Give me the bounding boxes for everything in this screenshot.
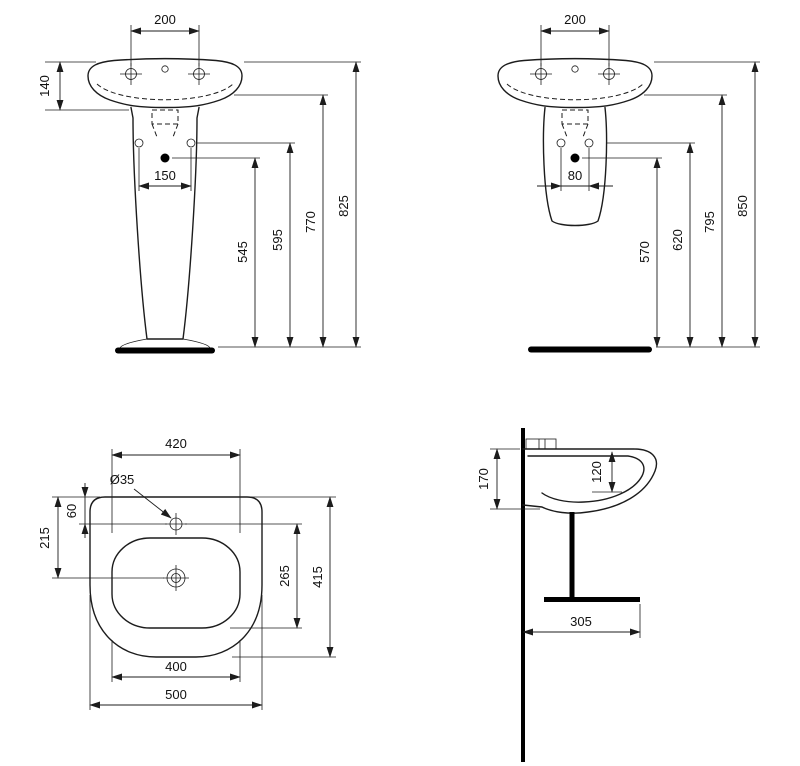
dim-label-795: 795 (702, 211, 717, 233)
basin-outer-outline (89, 496, 263, 658)
basin-profile-outer (522, 448, 658, 514)
dim-label-215: 215 (37, 527, 52, 549)
dim-label-265: 265 (277, 565, 292, 587)
overflow-hole (571, 65, 579, 73)
dim-305: 305 (522, 604, 641, 638)
dim-label-770: 770 (303, 211, 318, 233)
fixing-hole-left (134, 138, 144, 148)
dim-label-595: 595 (270, 229, 285, 251)
tap-hole-right (598, 63, 620, 85)
dim-label-850: 850 (735, 195, 750, 217)
front-view-pedestal: 200 140 150 545 595 (37, 12, 361, 354)
tap-hole-left (120, 63, 142, 85)
dim-label-305: 305 (570, 614, 592, 629)
dim-label-545: 545 (235, 241, 250, 263)
dim-label-150: 150 (154, 168, 176, 183)
dim-60: 60 (52, 483, 167, 538)
dim-label-825: 825 (336, 195, 351, 217)
dim-200-pedestal: 200 (130, 12, 200, 66)
overflow-hole (161, 65, 169, 73)
dim-500: 500 (89, 595, 263, 710)
dim-label-500: 500 (165, 687, 187, 702)
dim-420: 420 (111, 436, 241, 533)
dim-tap-hole-diameter: Ø35 (110, 472, 172, 519)
dim-825: 825 (244, 61, 361, 348)
dim-label-80: 80 (568, 168, 582, 183)
tap-deck (525, 438, 557, 450)
basin-hidden-bowl-line (506, 83, 644, 101)
hidden-trap (151, 109, 179, 138)
dim-label-200: 200 (154, 12, 176, 27)
dim-200-semi: 200 (540, 12, 610, 66)
floor-line (528, 346, 652, 353)
dim-850: 850 (654, 61, 760, 348)
dim-215: 215 (37, 496, 164, 579)
semi-pedestal-outline (542, 106, 608, 227)
front-view-semipedestal: 200 80 570 620 795 (497, 12, 760, 353)
tap-hole (165, 513, 187, 535)
dim-545: 545 (172, 157, 260, 348)
fixing-hole-right (584, 138, 594, 148)
side-view: 170 120 305 (476, 428, 658, 762)
pedestal-foot (119, 338, 211, 349)
dim-label-420: 420 (165, 436, 187, 451)
dim-label-400: 400 (165, 659, 187, 674)
dim-265: 265 (185, 523, 302, 629)
dim-795: 795 (644, 94, 727, 348)
dim-120: 120 (589, 451, 622, 493)
pedestal-outline (130, 106, 200, 340)
dim-400: 400 (111, 640, 241, 682)
basin-outline (87, 57, 243, 109)
dim-170: 170 (476, 448, 540, 510)
dim-570: 570 (582, 157, 662, 348)
dim-415: 415 (232, 496, 336, 658)
fixing-hole-left (556, 138, 566, 148)
plan-view: 420 Ø35 60 215 265 (37, 436, 336, 710)
dim-620: 620 (607, 142, 695, 348)
basin-hidden-bowl-line (96, 83, 234, 101)
dim-150: 150 (138, 148, 192, 191)
dim-label-120: 120 (589, 461, 604, 483)
tap-hole-right (188, 63, 210, 85)
dim-595: 595 (197, 142, 295, 348)
dim-label-200: 200 (564, 12, 586, 27)
dim-label-570: 570 (637, 241, 652, 263)
dim-80: 80 (537, 148, 613, 191)
outlet-point (160, 153, 170, 163)
dim-label-415: 415 (310, 566, 325, 588)
pedestal-base-shadow (115, 347, 215, 354)
dim-label-140: 140 (37, 75, 52, 97)
basin-inner-bowl (111, 537, 241, 629)
drain-hole (163, 565, 189, 591)
basin-outline (497, 57, 653, 109)
basin-profile-inner (527, 455, 645, 503)
hidden-trap (561, 109, 589, 138)
fixing-hole-right (186, 138, 196, 148)
outlet-point (570, 153, 580, 163)
dim-label-620: 620 (670, 229, 685, 251)
dim-140: 140 (37, 61, 129, 111)
dim-label-170: 170 (476, 468, 491, 490)
tap-hole-left (530, 63, 552, 85)
dim-770: 770 (234, 94, 328, 348)
dim-label-dia35: Ø35 (110, 472, 135, 487)
dim-label-60: 60 (64, 504, 79, 518)
